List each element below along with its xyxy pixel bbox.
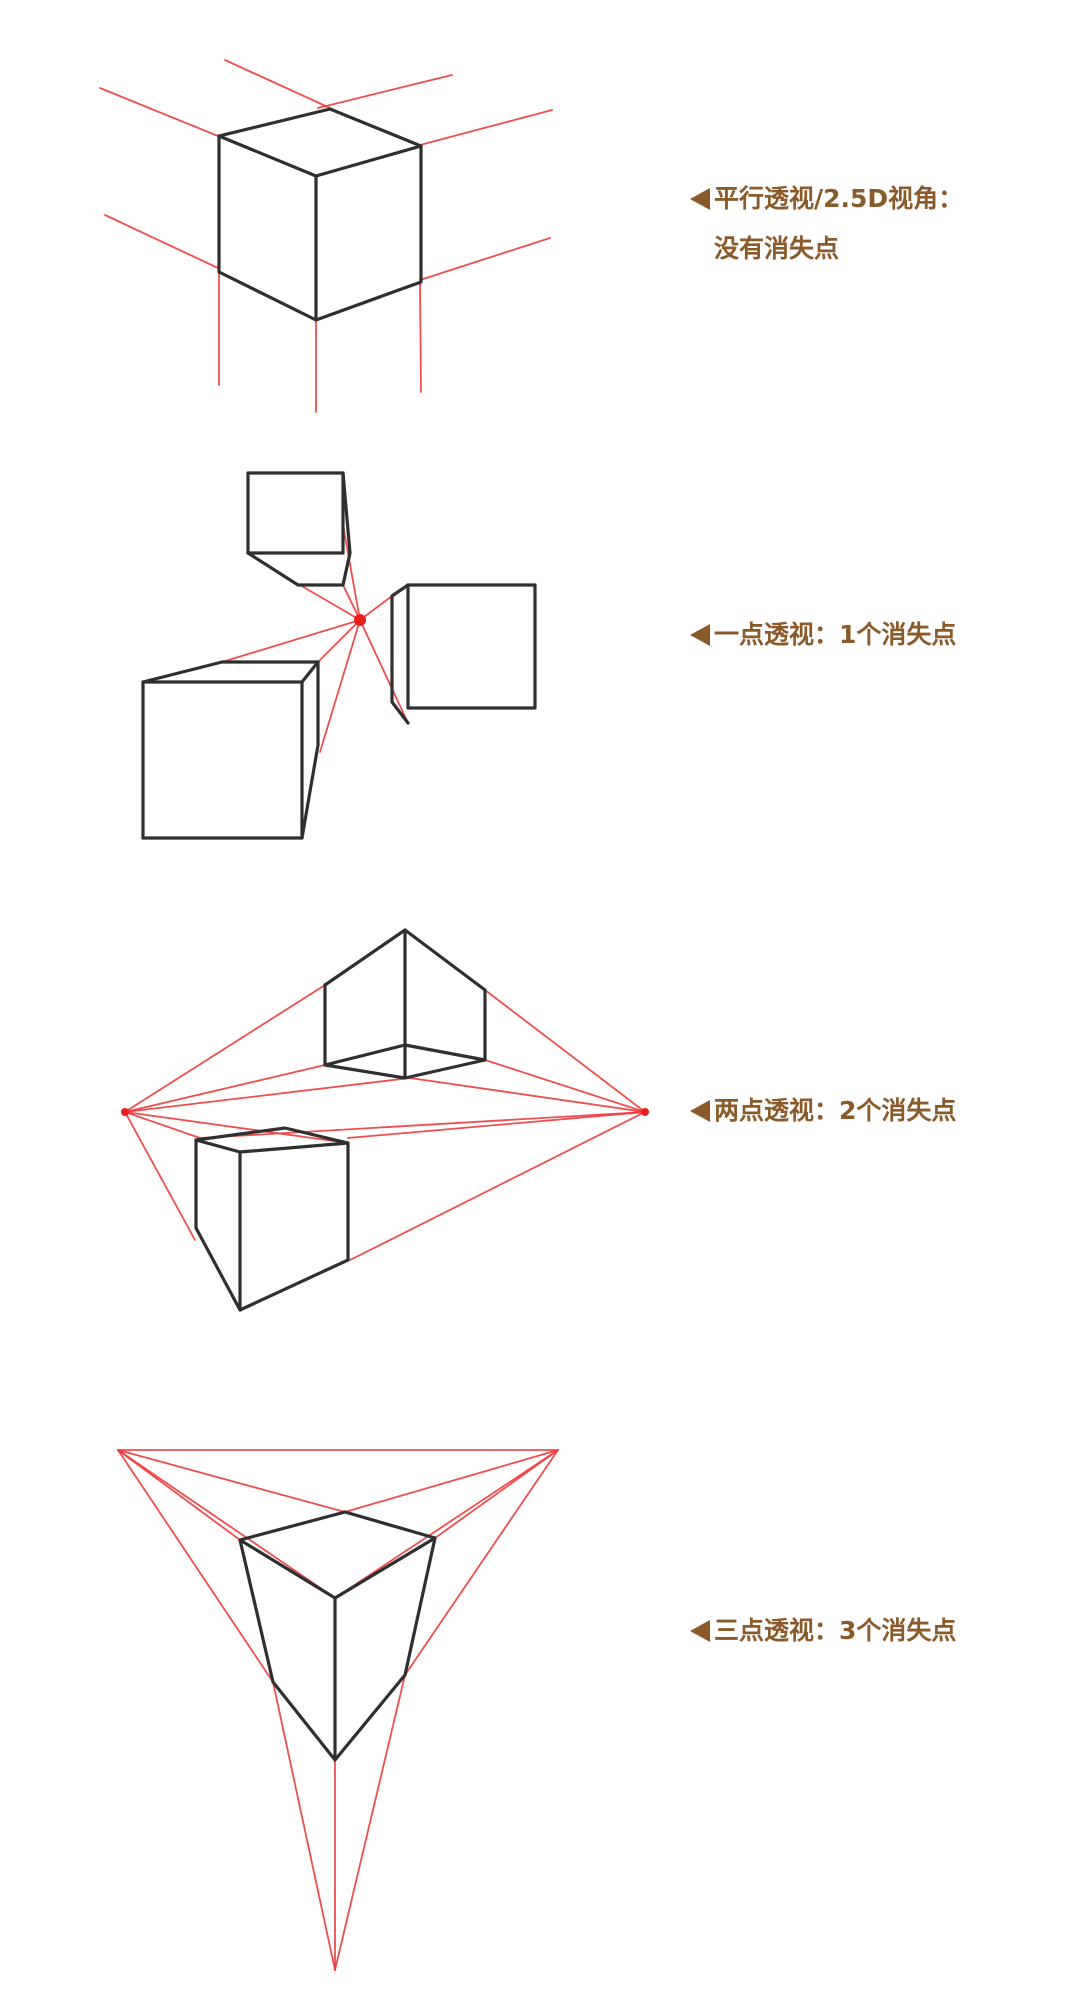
caption-one-point-line1: 一点透视：1个消失点 — [714, 620, 957, 649]
parallel-cube-drawing — [99, 59, 553, 413]
panel-one-point-perspective: 一点透视：1个消失点 — [0, 440, 1080, 860]
cube-bottom-left — [141, 660, 320, 840]
panel-two-point-perspective: 两点透视：2个消失点 — [0, 900, 1080, 1340]
construction-lines — [99, 59, 553, 413]
construction-lines — [124, 984, 646, 1261]
left-pointer-icon — [690, 624, 710, 646]
vanishing-point — [354, 614, 366, 626]
caption-three-point: 三点透视：3个消失点 — [690, 1606, 956, 1656]
construction-lines — [221, 524, 409, 753]
cube-right — [390, 583, 537, 725]
left-pointer-icon — [690, 188, 710, 210]
left-pointer-icon — [690, 1620, 710, 1642]
caption-two-point: 两点透视：2个消失点 — [690, 1086, 956, 1136]
caption-parallel-line1: 平行透视/2.5D视角： — [714, 184, 964, 213]
two-point-cubes-drawing — [121, 928, 649, 1312]
cube-top — [246, 471, 352, 587]
caption-parallel: 平行透视/2.5D视角： 没有消失点 — [690, 174, 963, 274]
cube — [217, 107, 423, 322]
caption-three-point-line1: 三点透视：3个消失点 — [714, 1616, 957, 1645]
caption-one-point: 一点透视：1个消失点 — [690, 610, 956, 660]
caption-two-point-line1: 两点透视：2个消失点 — [714, 1096, 957, 1125]
left-pointer-icon — [690, 1100, 710, 1122]
cube — [238, 1510, 437, 1762]
construction-lines — [117, 1449, 559, 1971]
panel-three-point-perspective: 三点透视：3个消失点 — [0, 1420, 1080, 1998]
three-point-cube-drawing — [117, 1449, 559, 1971]
cube-upper — [323, 928, 487, 1080]
caption-parallel-line2: 没有消失点 — [714, 234, 840, 263]
vanishing-point-left — [121, 1108, 129, 1116]
vanishing-point-right — [641, 1108, 649, 1116]
panel-parallel-perspective: 平行透视/2.5D视角： 没有消失点 — [0, 0, 1080, 420]
cube-lower — [194, 1126, 350, 1312]
one-point-cubes-drawing — [141, 471, 537, 840]
